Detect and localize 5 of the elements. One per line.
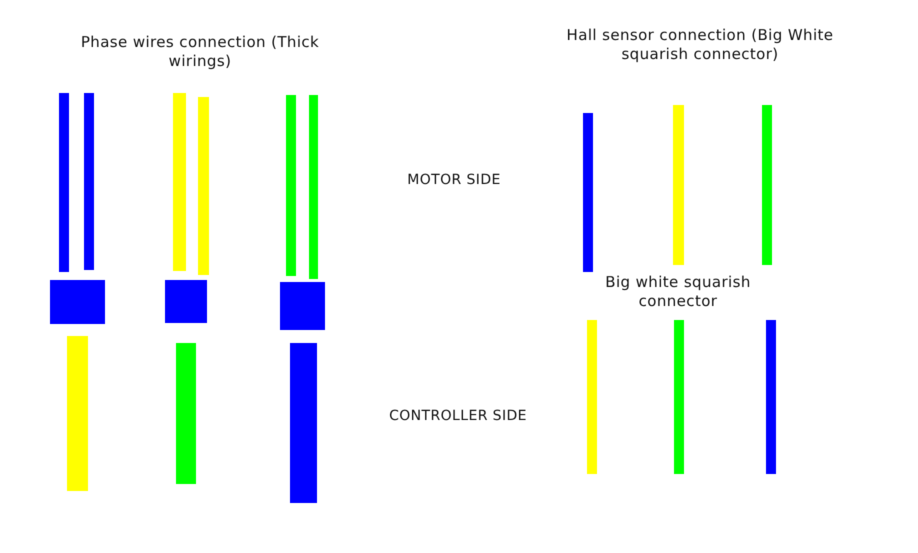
side-label: CONTROLLER SIDE <box>388 408 528 426</box>
section-heading: Phase wires connection (Thick wirings) <box>80 33 320 70</box>
section-heading: Hall sensor connection (Big White squarish connector) <box>566 26 834 64</box>
side-label: MOTOR SIDE <box>406 172 502 190</box>
connector-label: Big white squarish connector <box>604 273 752 310</box>
